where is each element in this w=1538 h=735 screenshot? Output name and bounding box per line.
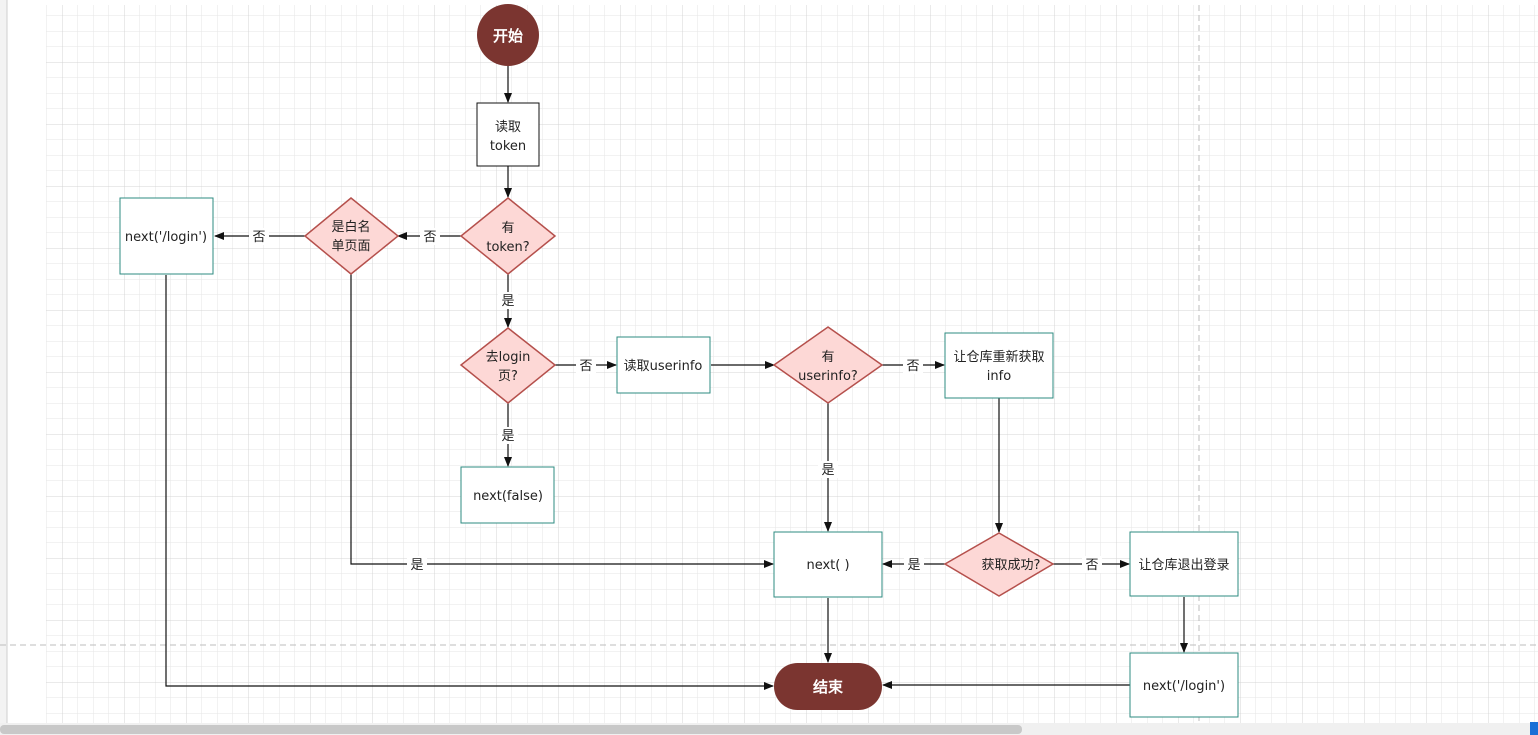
node-next-login-top-label: next('/login') — [125, 230, 207, 245]
node-next-plain[interactable]: next( ) — [773, 531, 883, 598]
node-whitelist[interactable]: 是白名 单页面 — [303, 197, 400, 275]
node-whitelist-line2: 单页面 — [331, 239, 370, 254]
label-has-userinfo-no: 否 — [906, 359, 919, 374]
node-read-userinfo[interactable]: 读取userinfo — [616, 336, 711, 394]
node-fetch-success-label: 获取成功? — [982, 558, 1041, 573]
node-next-false[interactable]: next(false) — [460, 466, 555, 524]
horizontal-scrollbar-thumb[interactable] — [0, 725, 1022, 734]
node-whitelist-line1: 是白名 — [331, 219, 370, 235]
node-start-label: 开始 — [493, 27, 523, 45]
node-has-userinfo-line2: userinfo? — [798, 369, 858, 384]
label-go-login-no: 否 — [579, 359, 592, 374]
node-fetch-success[interactable]: 获取成功? — [943, 532, 1055, 597]
node-start[interactable]: 开始 — [477, 4, 539, 66]
node-refetch-info[interactable]: 让仓库重新获取 info — [944, 332, 1054, 399]
node-has-token[interactable]: 有 token? — [459, 197, 557, 275]
node-logout-label: 让仓库退出登录 — [1138, 557, 1229, 573]
node-go-login-line2: 页? — [498, 369, 518, 384]
node-next-plain-label: next( ) — [806, 558, 849, 573]
scrollbar-corner-indicator — [1530, 722, 1538, 735]
node-next-login-bottom[interactable]: next('/login') — [1129, 652, 1239, 718]
node-has-userinfo-line1: 有 — [821, 350, 834, 365]
node-go-login-line1: 去login — [486, 350, 531, 365]
node-refetch-info-line1: 让仓库重新获取 — [953, 349, 1044, 365]
label-fetch-success-no: 否 — [1085, 558, 1098, 573]
label-fetch-success-yes: 是 — [907, 558, 920, 573]
left-edge — [0, 0, 7, 735]
node-next-login-bottom-label: next('/login') — [1143, 679, 1225, 694]
node-read-userinfo-label: 读取userinfo — [624, 359, 703, 374]
label-has-token-no: 否 — [423, 230, 436, 245]
label-has-token-yes: 是 — [501, 294, 514, 309]
node-end-label: 结束 — [813, 678, 844, 696]
label-whitelist-no: 否 — [252, 230, 265, 245]
edge-next-login-top-to-end — [165, 275, 774, 690]
node-has-userinfo[interactable]: 有 userinfo? — [772, 326, 884, 404]
node-has-token-line2: token? — [486, 240, 529, 255]
node-read-token-line1: 读取 — [495, 120, 521, 135]
node-end[interactable]: 结束 — [774, 663, 882, 710]
label-whitelist-yes: 是 — [410, 558, 423, 573]
node-next-login-top[interactable]: next('/login') — [119, 197, 214, 275]
node-read-token-line2: token — [490, 139, 526, 154]
edge-labels: 否 否 是 否 是 否 是 是 是 否 — [249, 228, 1102, 573]
label-go-login-yes: 是 — [501, 429, 514, 444]
label-has-userinfo-yes: 是 — [821, 463, 834, 478]
node-refetch-info-line2: info — [987, 369, 1011, 384]
node-has-token-line1: 有 — [501, 221, 514, 236]
node-read-token[interactable]: 读取 token — [476, 102, 540, 167]
node-logout[interactable]: 让仓库退出登录 — [1129, 531, 1239, 597]
node-go-login[interactable]: 去login 页? — [459, 327, 557, 404]
node-next-false-label: next(false) — [473, 489, 543, 504]
edge-whitelist-yes — [350, 274, 774, 568]
